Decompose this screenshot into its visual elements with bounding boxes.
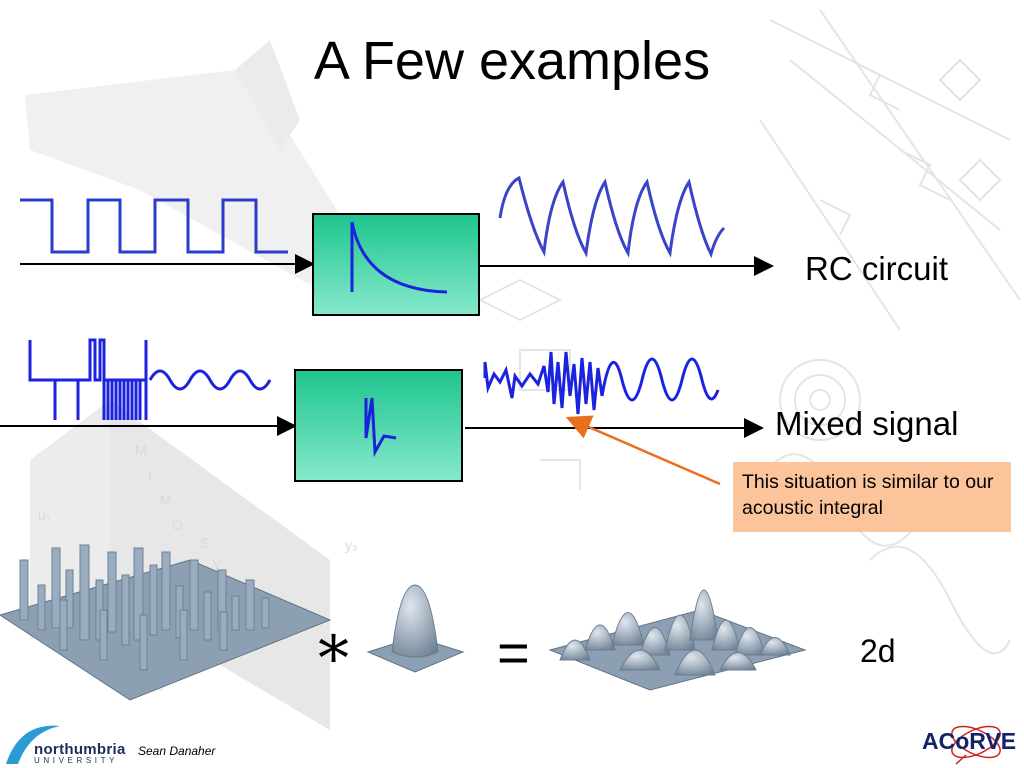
svg-text:I: I: [148, 467, 152, 483]
svg-text:y₃: y₃: [345, 537, 358, 553]
svg-text:M: M: [160, 492, 172, 508]
northumbria-logo-subtext: UNIVERSITY: [34, 756, 119, 765]
svg-text:S: S: [200, 535, 209, 551]
random-spikes-surface: [0, 544, 332, 701]
callout-note: This situation is similar to our acousti…: [733, 462, 1011, 532]
author-name: Sean Danaher: [138, 744, 216, 758]
rc-circuit-label: RC circuit: [805, 250, 949, 287]
callout-arrow: [565, 415, 721, 486]
acorve-logo-text: ACoRVE: [922, 728, 1017, 754]
two-d-label: 2d: [860, 633, 896, 669]
svg-text:u₁: u₁: [38, 507, 51, 523]
mixed-output-waveform: [483, 351, 720, 415]
gaussian-kernel-surface: [366, 584, 465, 673]
rc-output-waveform: [498, 175, 726, 259]
equals-symbol: =: [497, 621, 530, 684]
svg-text:Y: Y: [212, 557, 222, 573]
acorve-logo-mark: [951, 725, 1001, 765]
svg-text:M: M: [135, 442, 147, 458]
rc-filter-box: [312, 213, 480, 316]
mixed-signal-label: Mixed signal: [775, 405, 959, 442]
slide-title: A Few examples: [313, 31, 711, 91]
svg-text:O: O: [172, 517, 183, 533]
convolved-surface: [548, 589, 807, 691]
convolution-symbol: *: [318, 622, 349, 695]
mixed-signal-input: [28, 338, 272, 420]
northumbria-logo-swoosh: [6, 725, 60, 764]
northumbria-logo-text: northumbria: [34, 741, 126, 758]
square-wave-input: [20, 198, 288, 254]
mixed-filter-box: [294, 369, 463, 482]
